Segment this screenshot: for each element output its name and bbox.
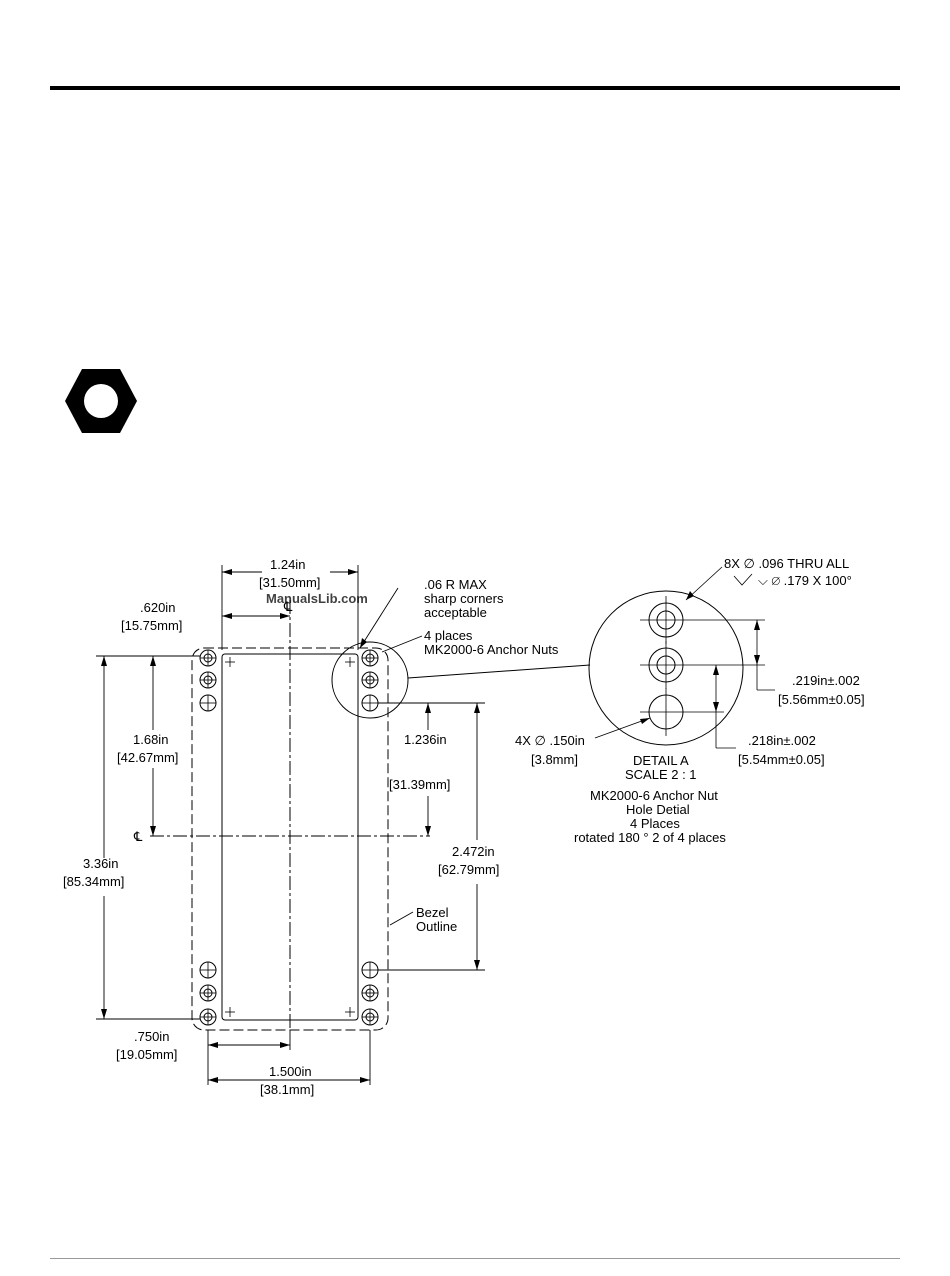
detail-holes-note-1: 8X ∅ .096 THRU ALL bbox=[724, 556, 849, 571]
watermark: ManualsLib.com bbox=[266, 591, 368, 606]
bottom-rule bbox=[50, 1258, 900, 1259]
dim-1500-in: 1.500in bbox=[269, 1064, 312, 1079]
detail-caption-1: MK2000-6 Anchor Nut bbox=[590, 788, 718, 803]
bezel-label-1: Bezel bbox=[416, 905, 449, 920]
top-rule bbox=[50, 86, 900, 90]
note-radius-1: .06 R MAX bbox=[424, 577, 487, 592]
dim-750-in: .750in bbox=[134, 1029, 169, 1044]
dim-width-top-in: 1.24in bbox=[270, 557, 305, 572]
note-places-1: 4 places bbox=[424, 628, 473, 643]
dim-2472-in: 2.472in bbox=[452, 844, 495, 859]
detail-scale: SCALE 2 : 1 bbox=[625, 767, 697, 782]
detail-holes-note-2: ⌵ ∅ .179 X 100° bbox=[758, 573, 852, 588]
note-places-2: MK2000-6 Anchor Nuts bbox=[424, 642, 559, 657]
bezel-label-2: Outline bbox=[416, 919, 457, 934]
detail-219-mm: [5.56mm±0.05] bbox=[778, 692, 865, 707]
dim-1500-mm: [38.1mm] bbox=[260, 1082, 314, 1097]
centerline-top: ℄ bbox=[283, 599, 293, 614]
anchor-nut-holes bbox=[199, 649, 379, 1026]
note-radius-3: acceptable bbox=[424, 605, 487, 620]
dim-1236-mm: [31.39mm] bbox=[389, 777, 450, 792]
dim-168-in: 1.68in bbox=[133, 732, 168, 747]
detail-caption-4: rotated 180 ° 2 of 4 places bbox=[574, 830, 726, 845]
detail-150-in: 4X ∅ .150in bbox=[515, 733, 585, 748]
centerline-left: ℄ bbox=[133, 829, 143, 844]
dim-336-in: 3.36in bbox=[83, 856, 118, 871]
note-radius-2: sharp corners bbox=[424, 591, 504, 606]
dim-168-mm: [42.67mm] bbox=[117, 750, 178, 765]
detail-218-mm: [5.54mm±0.05] bbox=[738, 752, 825, 767]
dim-2472-mm: [62.79mm] bbox=[438, 862, 499, 877]
hex-nut-icon bbox=[65, 369, 137, 433]
dim-750-mm: [19.05mm] bbox=[116, 1047, 177, 1062]
detail-219-in: .219in±.002 bbox=[792, 673, 860, 688]
detail-caption-2: Hole Detial bbox=[626, 802, 690, 817]
dim-336-mm: [85.34mm] bbox=[63, 874, 124, 889]
detail-150-mm: [3.8mm] bbox=[531, 752, 578, 767]
dim-620-mm: [15.75mm] bbox=[121, 618, 182, 633]
detail-caption-3: 4 Places bbox=[630, 816, 680, 831]
dim-width-top-mm: [31.50mm] bbox=[259, 575, 320, 590]
dim-1236-in: 1.236in bbox=[404, 732, 447, 747]
dim-620-in: .620in bbox=[140, 600, 175, 615]
detail-title: DETAIL A bbox=[633, 753, 689, 768]
detail-218-in: .218in±.002 bbox=[748, 733, 816, 748]
